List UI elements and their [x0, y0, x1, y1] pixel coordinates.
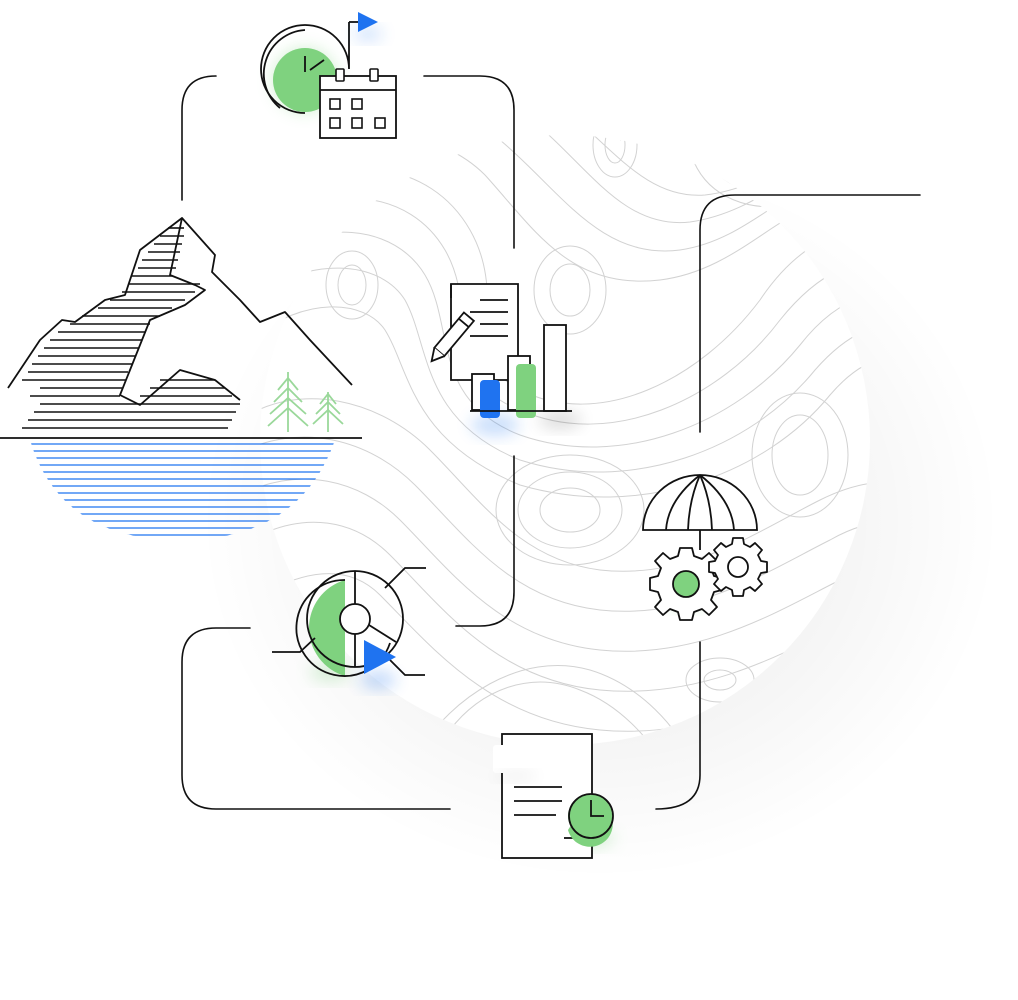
- map-circle: [260, 135, 870, 745]
- topographic-contours: [260, 135, 870, 745]
- clock-calendar-icon: [260, 12, 397, 139]
- connector-lines: [181, 75, 921, 810]
- report-chart-icon: [430, 283, 582, 435]
- pie-chart-play-icon: [272, 567, 426, 688]
- umbrella-gears-icon: [642, 474, 768, 621]
- mountain-lake-icon: [0, 217, 362, 536]
- document-clock-icon: [493, 733, 614, 859]
